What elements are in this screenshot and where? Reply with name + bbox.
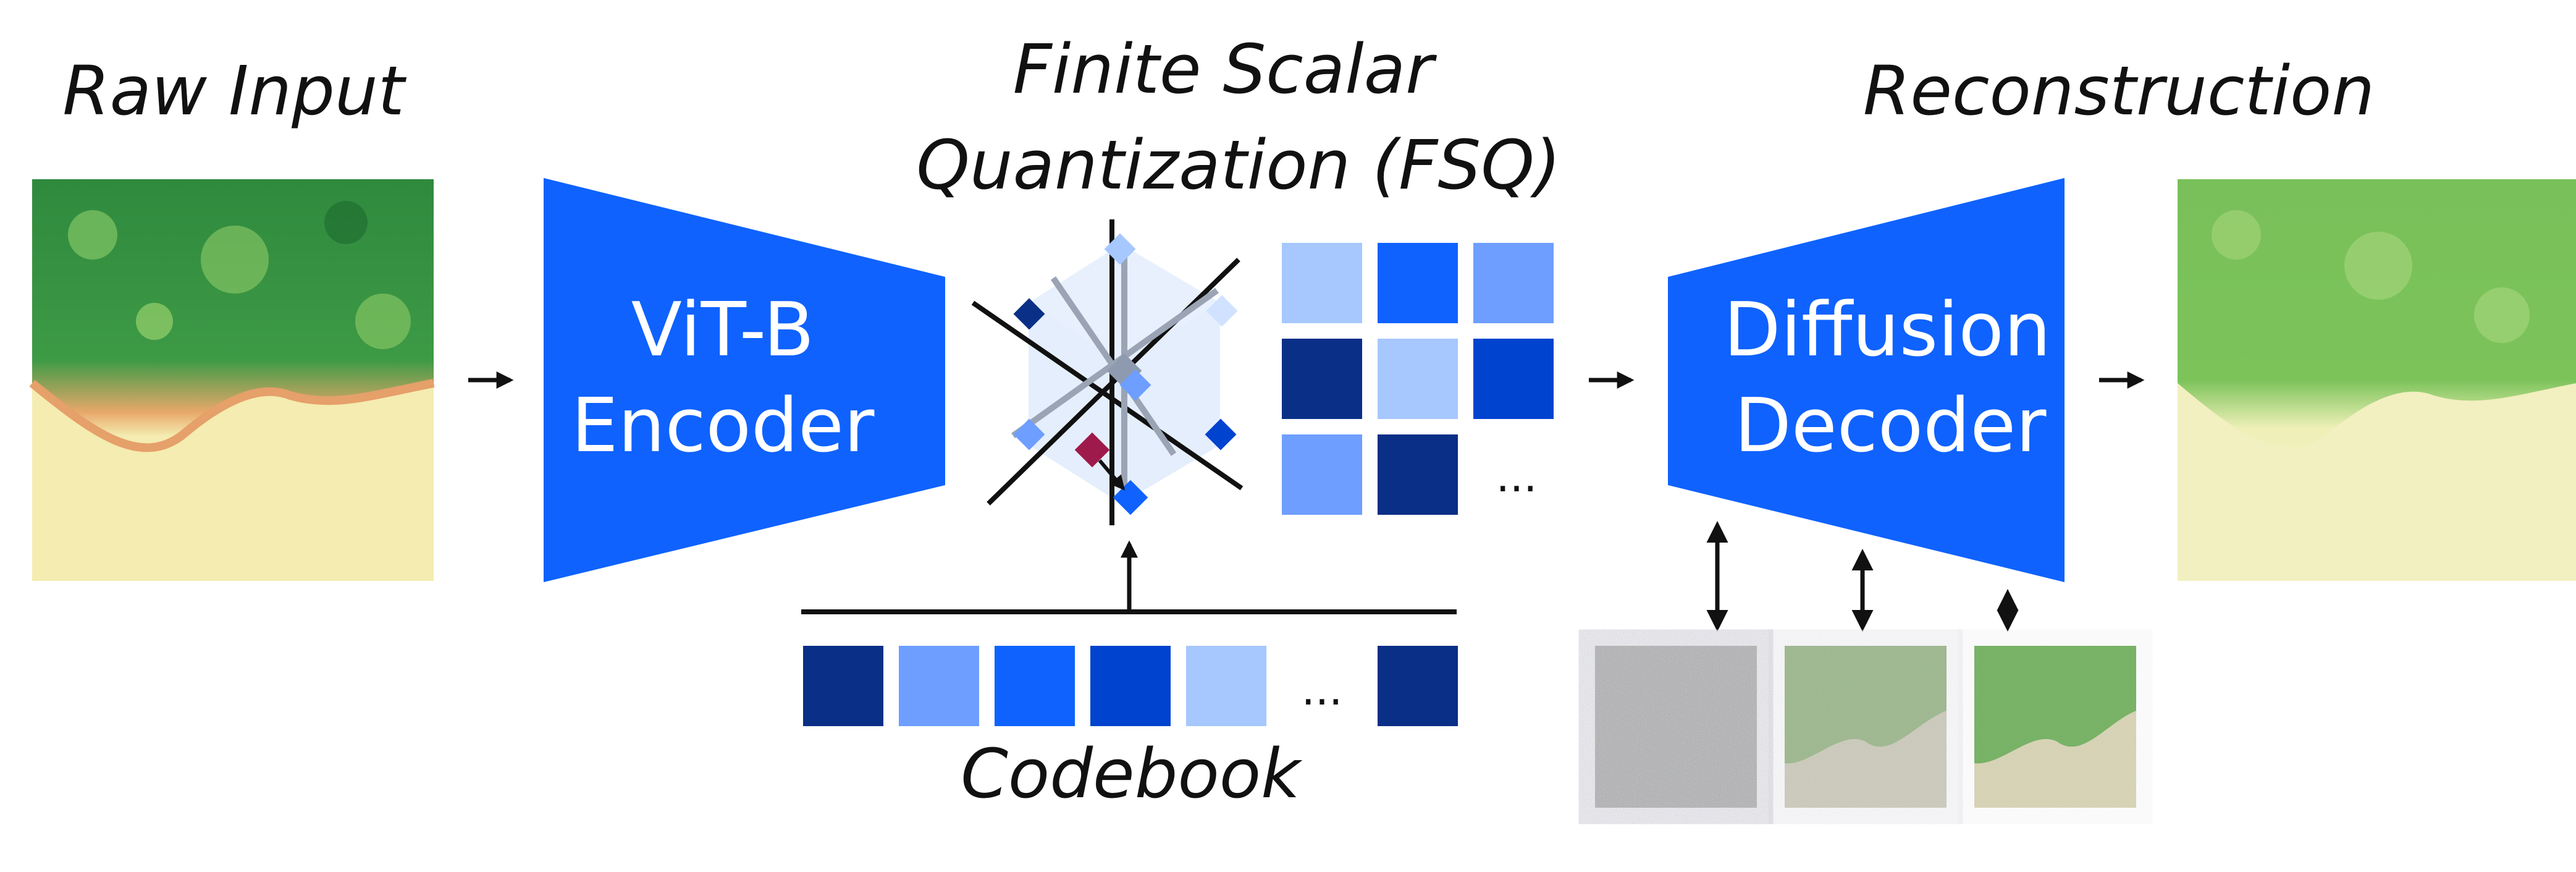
diffusion-decoder: Diffusion Decoder <box>1668 178 2065 582</box>
token-cell <box>1378 434 1458 515</box>
codebook-entry <box>995 646 1075 726</box>
fsq-title-line2: Quantization (FSQ) <box>916 125 1560 205</box>
token-cell <box>1282 434 1362 515</box>
encoder-label-line2: Encoder <box>571 383 875 469</box>
token-cell <box>1473 339 1554 419</box>
codebook-entry <box>803 646 883 726</box>
decoder-label-line2: Decoder <box>1735 383 2047 469</box>
decoder-label-line1: Diffusion <box>1724 287 2051 373</box>
raw-input-title: Raw Input <box>62 51 406 130</box>
codebook-entry <box>899 646 979 726</box>
token-grid <box>1282 243 1554 515</box>
token-cell <box>1378 243 1458 323</box>
diffusion-step-noise <box>1595 646 1757 808</box>
codebook-title: Codebook <box>961 734 1303 813</box>
encoder-label-line1: ViT-B <box>631 287 814 373</box>
reconstruction-image <box>2178 179 2576 581</box>
token-cell <box>1473 243 1554 323</box>
raw-input-image <box>29 179 435 581</box>
token-cell <box>1282 243 1362 323</box>
reconstruction-title: Reconstruction <box>1863 51 2375 130</box>
fsq-title-line1: Finite Scalar <box>1013 30 1437 109</box>
codebook-entry <box>1378 646 1458 726</box>
codebook-entry <box>1090 646 1171 726</box>
diffusion-step-near-clean <box>1974 646 2136 808</box>
token-grid-ellipsis: ... <box>1496 451 1538 502</box>
codebook-ellipsis: ... <box>1302 664 1343 715</box>
codebook-row <box>803 646 1458 726</box>
codebook-entry <box>1186 646 1266 726</box>
token-cell <box>1282 339 1362 419</box>
token-cell <box>1378 339 1458 419</box>
quantization-cube-icon <box>971 219 1244 525</box>
diffusion-step-partial <box>1785 646 1947 808</box>
vit-b-encoder: ViT-B Encoder <box>544 178 945 582</box>
